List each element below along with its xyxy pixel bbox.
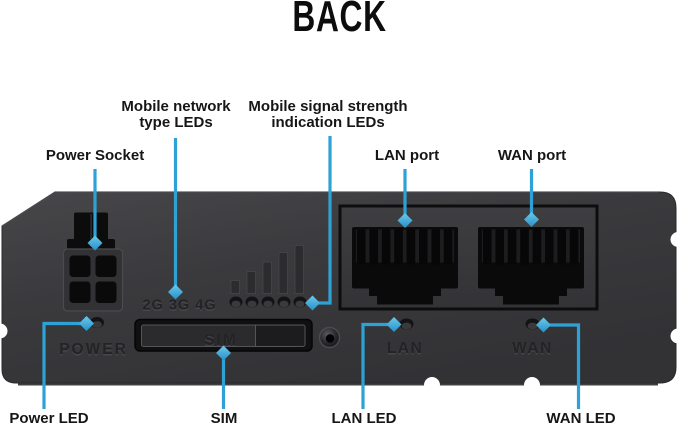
mobile-signal-label: Mobile signal strength indication LEDs <box>248 99 407 131</box>
mobile-signal-label-line2: indication LEDs <box>271 114 385 131</box>
power-emboss: POWER <box>59 341 128 358</box>
power-led-label: Power LED <box>9 410 89 427</box>
power-led-hole <box>90 317 104 328</box>
lan-port-jack <box>352 227 458 305</box>
lan-emboss: LAN <box>387 340 423 357</box>
mounting-notches <box>0 232 679 393</box>
wan-led-callout-line <box>549 323 581 409</box>
mobile-network-label-line2: type LEDs <box>139 114 213 131</box>
lan-port-label: LAN port <box>374 147 440 164</box>
panel-top-bevel <box>1 191 659 227</box>
wan-port-jack <box>478 227 584 305</box>
sim-emboss: SIM <box>204 332 238 349</box>
network-type-emboss-shadow: 2G 3G 4G <box>142 299 216 315</box>
mobile-network-label-line1: Mobile network <box>121 98 231 115</box>
lan-led-callout-line <box>361 322 388 409</box>
power-socket <box>62 212 124 312</box>
wan-led-label: WAN LED <box>546 410 616 427</box>
wan-led-hole <box>525 318 540 330</box>
power-led-callout-line <box>42 321 81 409</box>
signal-strength-bars <box>230 245 304 294</box>
mobile-signal-callout-line <box>318 136 332 305</box>
sim-label: SIM <box>210 410 238 427</box>
lan-emboss-shadow: LAN <box>387 341 423 358</box>
wan-emboss: WAN <box>512 340 553 357</box>
network-type-emboss: 2G 3G 4G <box>142 298 216 314</box>
mobile-network-label: Mobile network type LEDs <box>121 99 230 131</box>
signal-strength-leds <box>229 296 307 308</box>
power-socket-pointer-icon <box>87 235 103 251</box>
lan-led-label: LAN LED <box>331 410 397 427</box>
sim-emboss-shadow: SIM <box>204 333 238 350</box>
power-emboss-shadow: POWER <box>59 342 128 359</box>
power-socket-label: Power Socket <box>45 147 145 164</box>
wan-port-label: WAN port <box>497 147 567 164</box>
lan-led-hole <box>399 318 414 330</box>
sim-slot: SIM SIM <box>134 318 313 352</box>
screw <box>318 326 341 349</box>
page-title: BACK <box>292 0 387 41</box>
mobile-signal-label-line1: Mobile signal strength <box>248 98 408 115</box>
wan-emboss-shadow: WAN <box>512 341 553 358</box>
